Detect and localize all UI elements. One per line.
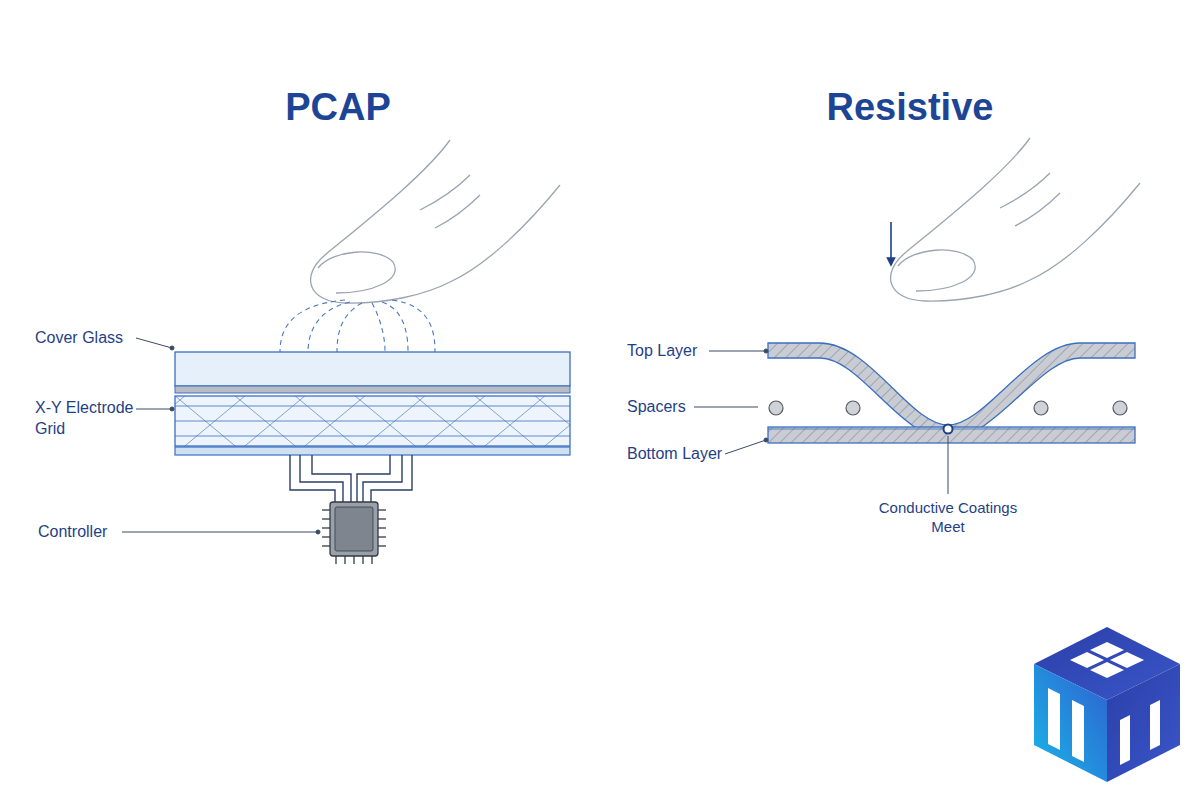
drawing-path [337,303,362,352]
drawing-path [357,455,390,502]
drawing-line [694,407,758,408]
chip-pin [322,527,330,528]
drawing-path [280,300,345,352]
press-arrow [890,222,892,262]
drawing-path [891,138,1140,301]
chip-pin [362,556,363,564]
drawing-path [1120,700,1160,765]
callout-label: Conductive Coatings Meet [873,498,1023,537]
chip-pin [378,527,386,528]
drawing-rect [175,396,570,446]
drawing-circle [1034,401,1048,415]
pcap-stack [175,352,570,455]
drawing-path [318,252,395,293]
drawing-line [175,406,570,407]
drawing-path [435,195,480,228]
chip-pin [378,536,386,537]
drawing-line [122,532,318,533]
contact-point [944,425,953,434]
drawing-path [1015,193,1060,226]
panel-heading: Resistive [750,83,1070,132]
part-label: Controller [38,522,138,543]
drawing-path [1034,664,1107,782]
chip-pin [378,518,386,519]
drawing-line [709,351,766,352]
part-label: Bottom Layer [627,444,737,465]
drawing-path [312,455,351,502]
drawing-circle [1113,401,1127,415]
chip-pin [322,509,330,510]
drawing-circle [769,401,783,415]
drawing-path [300,455,343,502]
drawing-path [363,455,402,502]
drawing-rect [175,386,570,393]
part-label: Top Layer [627,341,727,362]
drawing-line [175,436,570,437]
drawing-line [136,409,172,410]
logo-mark [1034,627,1180,782]
chip-pin [322,545,330,546]
drawing-line [948,436,949,494]
chip-pin [378,509,386,510]
part-label: Cover Glass [35,328,155,349]
chip-pin [344,556,345,564]
drawing-circle [316,530,320,534]
chip-pin [353,556,354,564]
drawing-line [136,338,172,348]
leader-lines [122,338,320,534]
finger-illustration [891,138,1140,301]
drawing-path [392,300,435,352]
drawing-rect [175,447,570,455]
drawing-path [382,302,408,352]
drawing-rect [330,502,378,556]
drawing-circle [846,401,860,415]
field-lines [280,300,435,352]
drawing-path [420,175,470,210]
drawing-circle [170,407,174,411]
part-label: Spacers [627,397,717,418]
drawing-path [768,343,1135,439]
chip-pin [322,536,330,537]
drawing-path [372,303,385,352]
leader-lines [694,349,948,494]
drawing-path [371,455,412,502]
drawing-line [175,421,570,422]
drawing-line [725,440,766,454]
panel-heading: PCAP [188,83,488,132]
chip-pin [378,545,386,546]
finger-illustration [311,140,560,303]
chip-pin [335,556,336,564]
controller-chip [322,502,386,564]
controller-wires [290,455,412,502]
drawing-path [1107,664,1180,782]
drawing-rect [335,507,373,551]
chip-pin [322,518,330,519]
drawing-path [898,250,975,291]
part-label: X-Y Electrode Grid [35,398,165,440]
drawing-path [1070,642,1144,678]
spacer-dots [769,401,1127,415]
drawing-path [1000,173,1050,208]
resistive-stack [768,343,1135,443]
drawing-circle [764,438,768,442]
drawing-circle [764,349,768,353]
drawing-path [311,140,560,303]
chip-pin [371,556,372,564]
drawing-circle [170,346,174,350]
drawing-rect [175,352,570,386]
drawing-path [308,302,350,352]
drawing-path [1048,688,1084,762]
